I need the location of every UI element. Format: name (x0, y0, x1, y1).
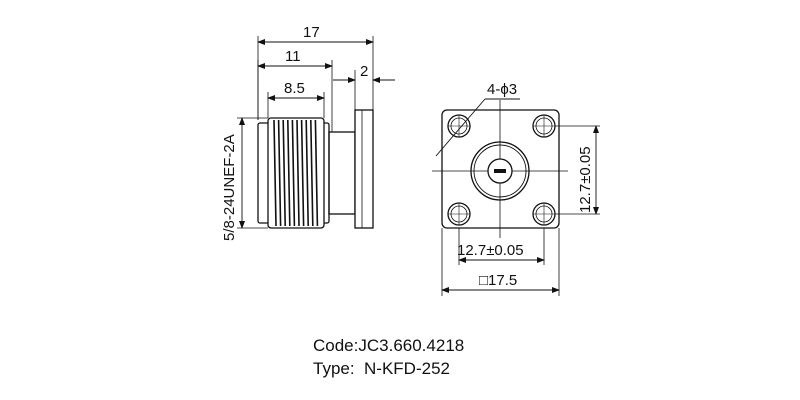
part-type: Type: N-KFD-252 (313, 359, 450, 378)
thread-ridge (314, 119, 319, 227)
thread-ridge (300, 119, 305, 227)
front-dimension-lines (441, 125, 599, 293)
thread-lines (273, 119, 319, 227)
dim-2-label: 2 (360, 63, 368, 80)
hole-leader (435, 98, 520, 157)
thread-ridge (287, 119, 291, 227)
dim-17-label: 17 (303, 24, 320, 41)
connector-neck (328, 131, 356, 215)
thread-ridge (310, 119, 314, 227)
thread-ridge (291, 119, 296, 227)
threaded-body (257, 117, 330, 229)
flange-size-label: □17.5 (479, 272, 517, 289)
dimension-lines (239, 39, 395, 229)
thread-ridge (273, 119, 277, 227)
front-view (432, 98, 600, 296)
thread-ridge (282, 119, 286, 227)
square-flange (441, 109, 560, 229)
horizontal-spacing-label: 12.7±0.05 (457, 242, 524, 259)
dim-8-5-label: 8.5 (284, 80, 305, 97)
part-code: Code:JC3.660.4218 (313, 336, 465, 355)
thread-ridge (296, 119, 300, 227)
center-socket (470, 141, 530, 201)
dim-11-label: 11 (285, 48, 301, 65)
extension-lines (237, 36, 374, 229)
thread-ridge (305, 119, 309, 227)
flange-side (354, 109, 374, 229)
vertical-spacing-label: 12.7±0.05 (577, 146, 594, 213)
holes-label: 4-ϕ3 (487, 81, 517, 98)
thread-ridge (277, 119, 282, 227)
side-view (237, 36, 395, 229)
thread-spec-label: 5/8-24UNEF-2A (221, 134, 238, 241)
